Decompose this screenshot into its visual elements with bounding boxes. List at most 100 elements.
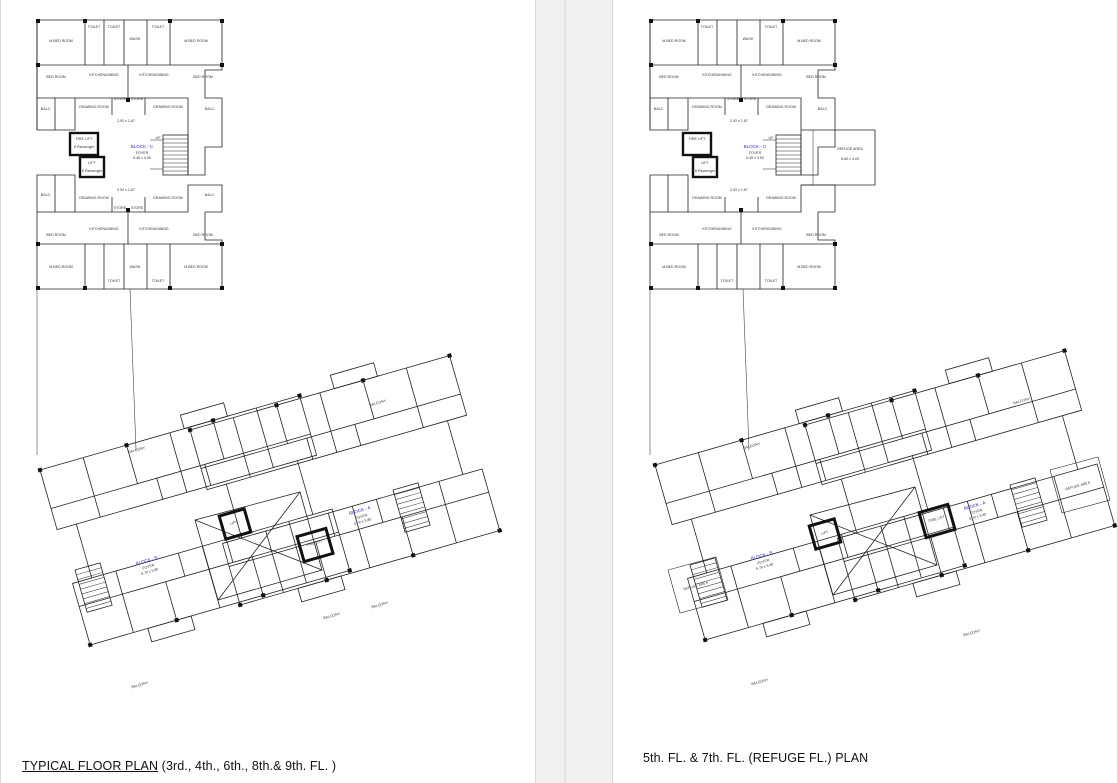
- sheet-gap: [536, 0, 612, 783]
- right-c-wash-1: WASH: [743, 37, 754, 41]
- left-fire-lift-label: FIRE LIFT: [306, 539, 324, 548]
- typical-floor-plan-caption: TYPICAL FLOOR PLAN (3rd., 4th., 6th., 8t…: [22, 759, 336, 773]
- left-stair-b: [74, 562, 113, 613]
- left-c-block-name: BLOCK - C: [131, 144, 154, 149]
- left-c-store-bl: STORE: [114, 206, 127, 210]
- left-c-wash-2: WASH: [130, 265, 141, 269]
- right-c-lobby-top: 2.92 x 1.67: [730, 119, 748, 123]
- right-b-block-name: BLOCK - B: [750, 550, 773, 561]
- left-c-toilet-3: TOILET: [152, 25, 165, 29]
- right-c-lift-note: 8 Passenger: [695, 169, 716, 173]
- left-core: [194, 491, 323, 601]
- left-c-balc-bl: BALC.: [41, 193, 51, 197]
- left-connector-line: [129, 288, 137, 451]
- left-b-foyer-size: 6.70 x 5.80: [141, 567, 159, 576]
- left-a-foyer: FOYER: [355, 513, 368, 520]
- left-a-foyer-size: 6.70 x 5.80: [354, 517, 372, 526]
- right-c-toilet-3: TOILET: [721, 279, 734, 283]
- typical-floor-plan-panel: [0, 0, 536, 783]
- right-c-balc-l: BALC.: [654, 107, 664, 111]
- left-c-toilet-5: TOILET: [152, 279, 165, 283]
- right-c-kitchen-r: KITCHEN/DINING: [752, 73, 782, 77]
- right-stair-a: [1009, 477, 1048, 528]
- left-c-drawing-r: DRAWING ROOM: [153, 105, 182, 109]
- typical-floor-plan-title: TYPICAL FLOOR PLAN: [22, 759, 159, 773]
- right-c-bed-l: BED ROOM: [659, 75, 679, 79]
- right-c-mbed-tr: M.BED ROOM: [797, 39, 821, 43]
- right-c-toilet-1: TOILET: [701, 25, 714, 29]
- left-balcony-4: BALCONY: [369, 399, 387, 408]
- left-balcony-5: BALCONY: [128, 446, 146, 455]
- sheet-divider: [564, 0, 566, 783]
- right-c-store-l: STORE: [727, 97, 740, 101]
- left-c-bed-bl: BED ROOM: [46, 233, 66, 237]
- right-a-foyer-size: 6.70 x 5.80: [969, 512, 987, 521]
- left-c-drawing-l: DRAWING ROOM: [79, 105, 108, 109]
- right-lift-label: LIFT: [821, 530, 830, 536]
- right-c-foyer-size: 6.45 x 3.50: [746, 156, 764, 160]
- left-c-toilet-4: TOILET: [108, 279, 121, 283]
- right-a-block-name: BLOCK - A: [963, 500, 986, 511]
- right-c-bed-r: BED ROOM: [806, 75, 826, 79]
- left-c-store-l: STORE: [114, 97, 127, 101]
- left-c-mbed-bl: M.BED ROOM: [49, 265, 73, 269]
- left-c-mbed-tl: M.BED ROOM: [49, 39, 73, 43]
- left-c-drawing-br: DRAWING ROOM: [153, 196, 182, 200]
- right-stair-b: [689, 557, 728, 608]
- typical-floor-plan-floors: (3rd., 4th., 6th., 8th.& 9th. FL. ): [158, 759, 337, 773]
- left-c-wash-1: WASH: [130, 37, 141, 41]
- left-balcony-2: BALCONY: [371, 601, 389, 610]
- right-c-mbed-bl: M.BED ROOM: [662, 265, 686, 269]
- right-c-refuge-size: 5.80 x 4.00: [841, 157, 859, 161]
- right-b-foyer-size: 6.70 x 5.80: [756, 562, 774, 571]
- left-balcony-1: BALCONY: [323, 612, 341, 621]
- left-c-balc-br: BALC.: [205, 193, 215, 197]
- right-lift-2: [917, 502, 957, 540]
- right-c-drawing-br: DRAWING ROOM: [766, 196, 795, 200]
- left-stair-a: [392, 482, 431, 533]
- right-balcony-1: BALCONY: [963, 629, 981, 638]
- left-block-c-plan: [34, 17, 226, 292]
- left-c-lift-note-2: 8 Passenger: [82, 169, 103, 173]
- right-c-toilet-4: TOILET: [765, 279, 778, 283]
- right-core: [809, 486, 938, 596]
- right-c-bed-bl: BED ROOM: [659, 233, 679, 237]
- left-c-bed-r: BED ROOM: [193, 75, 213, 79]
- left-lift-2: [295, 526, 335, 564]
- right-c-refuge: REFUGE AREA: [837, 147, 863, 151]
- left-balcony-3: BALCONY: [131, 681, 149, 690]
- left-lift-label: LIFT: [230, 520, 239, 526]
- right-c-toilet-2: TOILET: [765, 25, 778, 29]
- right-balcony-4: BALCONY: [743, 442, 761, 451]
- left-c-lobby-bottom: 2.92 x 1.67: [117, 188, 135, 192]
- left-lift-1: [217, 507, 253, 541]
- right-c-store-r: STORE: [744, 97, 757, 101]
- right-block-c-plan: [647, 17, 876, 292]
- right-c-balc-r: BALC.: [818, 107, 828, 111]
- refuge-floor-plan-panel: [612, 0, 1118, 783]
- right-c-block-name: BLOCK - C: [744, 144, 767, 149]
- left-c-fire-lift: FIRE LIFT: [76, 137, 93, 141]
- right-c-mbed-br: M.BED ROOM: [797, 265, 821, 269]
- left-c-balc-r: BALC.: [205, 107, 215, 111]
- right-b-foyer: FOYER: [757, 558, 770, 565]
- left-b-foyer: FOYER: [142, 563, 155, 570]
- right-c-kitchen-br: KITCHEN/DINING: [752, 227, 782, 231]
- left-c-kitchen-br: KITCHEN/DINING: [139, 227, 169, 231]
- right-c-drawing-l: DRAWING ROOM: [692, 105, 721, 109]
- right-c-kitchen-l: KITCHEN/DINING: [702, 73, 732, 77]
- left-c-kitchen-l: KITCHEN/DINING: [89, 73, 119, 77]
- right-c-drawing-r: DRAWING ROOM: [766, 105, 795, 109]
- right-balcony-2: BALCONY: [751, 678, 769, 687]
- right-refuge-b: REFUGE AREA: [683, 580, 709, 591]
- left-c-bed-br: BED ROOM: [193, 233, 213, 237]
- refuge-floor-plan-caption: 5th. FL. & 7th. FL. (REFUGE FL.) PLAN: [643, 751, 869, 765]
- right-refuge-a-outline: [1049, 456, 1111, 514]
- left-c-up: UP: [156, 136, 162, 140]
- left-c-kitchen-r: KITCHEN/DINING: [139, 73, 169, 77]
- left-c-lobby-top: 2.92 x 1.67: [117, 119, 135, 123]
- left-c-drawing-bl: DRAWING ROOM: [79, 196, 108, 200]
- right-fire-lift-label: FIRE LIFT: [928, 515, 946, 524]
- right-c-drawing-bl: DRAWING ROOM: [692, 196, 721, 200]
